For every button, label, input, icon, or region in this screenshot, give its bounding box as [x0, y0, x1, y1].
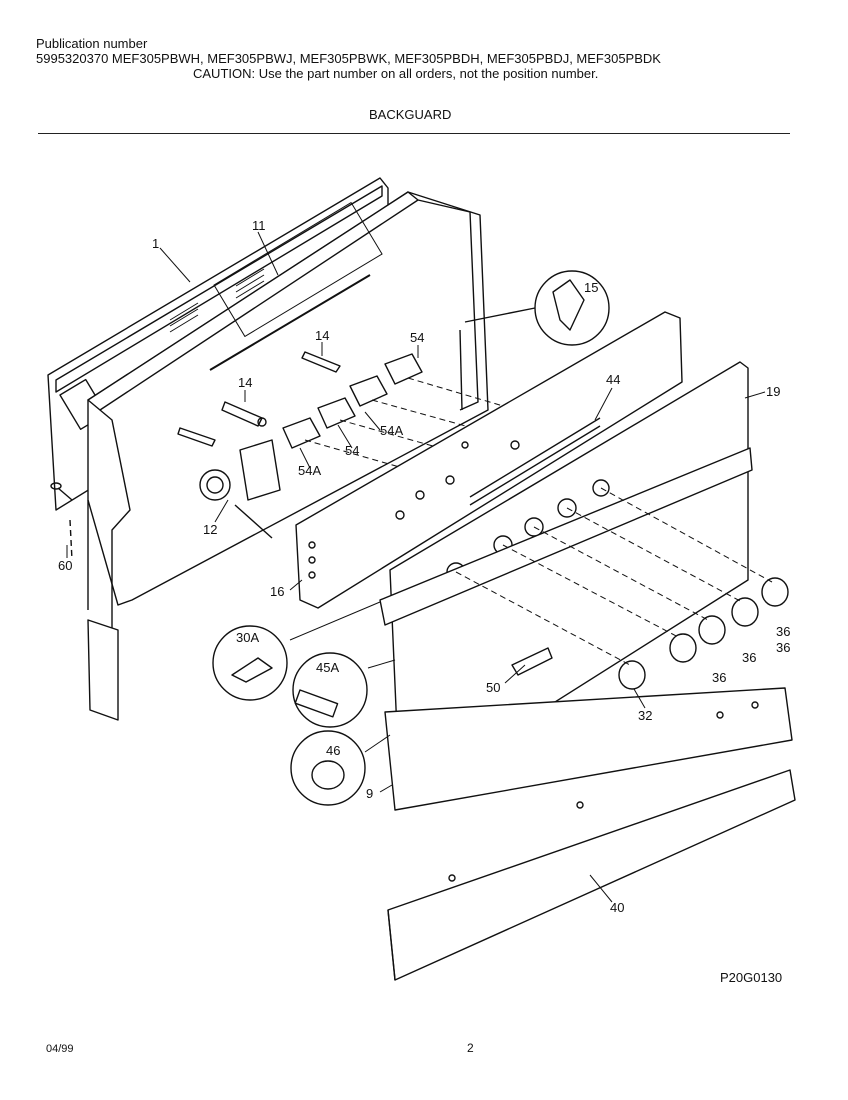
- drawing-code: P20G0130: [720, 970, 783, 985]
- infinite-switch-parts: [282, 353, 423, 449]
- front-panel-part: [384, 687, 793, 811]
- screw-part: [50, 482, 73, 561]
- header-divider: [38, 133, 790, 134]
- callout-11: 11: [252, 218, 266, 233]
- callout-19: 19: [766, 384, 780, 399]
- callout-54a-lower: 54A: [298, 463, 321, 478]
- control-panel-part: [295, 311, 683, 609]
- callout-36-d: 36: [776, 624, 790, 639]
- callout-14-lower: 14: [238, 375, 252, 390]
- callout-40: 40: [610, 900, 624, 915]
- callout-16: 16: [270, 584, 284, 599]
- callout-1: 1: [152, 236, 159, 251]
- callout-44: 44: [606, 372, 620, 387]
- callout-30a: 30A: [236, 630, 259, 645]
- callout-54-lower: 54: [345, 443, 359, 458]
- model-numbers-line: 5995320370 MEF305PBWH, MEF305PBWJ, MEF30…: [36, 51, 661, 66]
- callout-14-upper: 14: [315, 328, 329, 343]
- page-number: 2: [467, 1041, 474, 1055]
- callout-50: 50: [486, 680, 500, 695]
- publication-number-label: Publication number: [36, 36, 148, 51]
- callout-36-a: 36: [712, 670, 726, 685]
- knob-parts: [618, 577, 789, 690]
- callout-54a-upper: 54A: [380, 423, 403, 438]
- switch-14-parts: [177, 351, 341, 447]
- callout-45a: 45A: [316, 660, 339, 675]
- callout-15: 15: [584, 280, 598, 295]
- footer-date: 04/99: [46, 1043, 74, 1055]
- caution-note: CAUTION: Use the part number on all orde…: [193, 66, 599, 81]
- backguard-housing-part: [87, 191, 489, 630]
- callout-36-b: 36: [742, 650, 756, 665]
- section-title: BACKGUARD: [369, 107, 452, 122]
- callout-46: 46: [326, 743, 340, 758]
- callout-54-upper: 54: [410, 330, 424, 345]
- callout-9: 9: [366, 786, 373, 801]
- callout-60: 60: [58, 558, 72, 573]
- callout-32: 32: [638, 708, 652, 723]
- trim-part: [379, 447, 753, 676]
- bottom-trim-part: [387, 769, 796, 981]
- clock-timer-part: [199, 439, 281, 539]
- callout-12: 12: [203, 522, 217, 537]
- callout-36-c: 36: [776, 640, 790, 655]
